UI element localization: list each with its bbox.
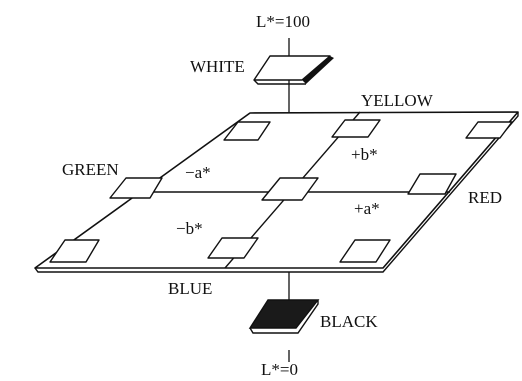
plus-a-label: +a* (354, 199, 380, 218)
minus-b-label: −b* (176, 219, 203, 238)
tile-minus-b (207, 237, 259, 259)
black-tile-edge (249, 300, 319, 334)
blue-label: BLUE (168, 279, 212, 298)
tile-plus-b (331, 119, 381, 138)
white-tile-bottom (253, 79, 306, 85)
top-axis-label: L*=100 (256, 12, 310, 31)
white-tile-edge (302, 56, 334, 84)
red-label: RED (468, 188, 502, 207)
white-label: WHITE (190, 57, 245, 76)
tile-minus-a (109, 177, 163, 199)
tile-top-left (223, 121, 271, 141)
tile-top-right (465, 121, 513, 139)
minus-a-label: −a* (185, 163, 211, 182)
tile-plus-a (407, 173, 457, 195)
plus-b-label: +b* (351, 145, 378, 164)
tile-center (261, 177, 319, 201)
yellow-label: YELLOW (361, 91, 434, 110)
black-tile (248, 299, 320, 329)
bottom-axis-label: L*=0 (261, 360, 298, 379)
green-label: GREEN (62, 160, 119, 179)
tile-bottom-left (49, 239, 100, 263)
tile-bottom-right (339, 239, 391, 263)
plane-edge (34, 112, 519, 273)
black-label: BLACK (320, 312, 378, 331)
